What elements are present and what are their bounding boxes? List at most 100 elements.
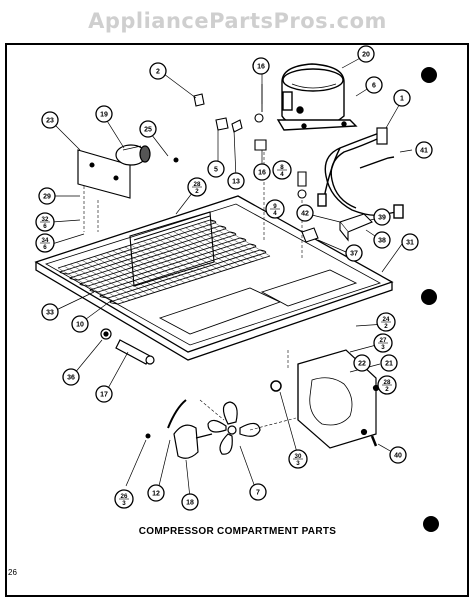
- coil-fin: [203, 221, 265, 259]
- callout-circle: [139, 120, 157, 138]
- callout-label: 1: [400, 96, 404, 103]
- coil-fin: [100, 254, 161, 291]
- callout-c18: 18: [181, 493, 199, 511]
- coil-bracket: [129, 211, 215, 287]
- callout-label: 27: [380, 337, 387, 344]
- coil-fin: [76, 262, 137, 299]
- coil-tube: [92, 240, 246, 290]
- callout-c37: 37: [345, 244, 363, 262]
- callout-label: 22: [358, 361, 366, 368]
- callout-c25: 25: [139, 120, 157, 138]
- callout-label: 10: [76, 322, 84, 329]
- fan-bracket-12: [167, 399, 187, 429]
- punch-hole-top: [421, 67, 437, 83]
- callout-label: 3: [296, 460, 300, 467]
- coil-bend: [99, 294, 109, 299]
- callout-label: 28: [194, 181, 201, 188]
- coil-tube: [77, 231, 231, 281]
- callout-label: 7: [256, 490, 260, 497]
- callout-label: 39: [378, 215, 386, 222]
- coil-tube: [82, 234, 236, 284]
- screw-40: [370, 435, 378, 447]
- coil-fin: [118, 248, 179, 285]
- callout-circle: [415, 141, 433, 159]
- callout-c40: 40: [389, 446, 407, 464]
- coil-fin: [57, 267, 119, 305]
- callout-c1: 1: [393, 89, 411, 107]
- compressor: [276, 63, 358, 131]
- coil-fin: [167, 233, 228, 270]
- callout-c27_3: 273: [373, 333, 393, 353]
- callout-c19: 19: [95, 105, 113, 123]
- callout-circle: [401, 233, 419, 251]
- callout-circle: [41, 303, 59, 321]
- callout-label: 40: [394, 453, 402, 460]
- watermark: AppliancePartsPros.com: [88, 9, 387, 33]
- callout-label: 2: [385, 386, 389, 393]
- callout-circle: [252, 57, 270, 75]
- callout-circle: [71, 315, 89, 333]
- callout-label: 4: [273, 210, 277, 217]
- coil-fin: [155, 237, 216, 274]
- callout-label: 3: [122, 500, 126, 507]
- callout-c16a: 16: [252, 57, 270, 75]
- coil-bend: [79, 282, 89, 287]
- coil-bend: [109, 300, 119, 305]
- callout-circle: [62, 368, 80, 386]
- screw-25: [173, 157, 179, 163]
- coil-bend: [259, 249, 267, 254]
- callout-label: 30: [295, 453, 302, 460]
- callout-c21: 21: [380, 354, 398, 372]
- coil-tube: [107, 249, 261, 299]
- callout-circle: [373, 208, 391, 226]
- coil-tube: [62, 222, 216, 272]
- callout-circle: [393, 89, 411, 107]
- callout-layer: 1256784941012131616171819202122232422526…: [35, 45, 433, 511]
- callout-c28_2b: 282: [377, 375, 397, 395]
- callout-circle: [149, 62, 167, 80]
- callout-circle: [147, 484, 165, 502]
- callout-label: 5: [214, 167, 218, 174]
- coil-tube: [67, 225, 221, 275]
- callout-c32_6: 326: [35, 212, 55, 232]
- callout-label: 26: [121, 493, 128, 500]
- coil-fin: [130, 244, 192, 282]
- callout-c31: 31: [401, 233, 419, 251]
- callout-label: 20: [362, 52, 370, 59]
- callout-c26_3: 263: [114, 489, 134, 509]
- callout-label: 6: [43, 223, 47, 230]
- punch-hole-middle: [421, 289, 437, 305]
- callout-label: 34: [42, 237, 49, 244]
- callout-label: 28: [384, 379, 391, 386]
- callout-c28_2a: 282: [187, 177, 207, 197]
- callout-label: 23: [46, 118, 54, 125]
- coil-fin: [173, 231, 234, 268]
- coil-tube: [112, 252, 266, 302]
- callout-circle: [207, 160, 225, 178]
- callout-label: 37: [350, 251, 358, 258]
- fan-bracket: [77, 149, 131, 199]
- coil-fin: [136, 242, 198, 280]
- punch-hole-bottom: [423, 516, 439, 532]
- coil-fin: [94, 256, 155, 293]
- condenser-coil: [57, 219, 271, 305]
- coil-bend: [219, 225, 227, 230]
- fan-motor: [115, 144, 151, 166]
- callout-circle: [365, 76, 383, 94]
- coil-bend: [69, 276, 79, 281]
- callout-c41: 41: [415, 141, 433, 159]
- coil-fin: [124, 246, 185, 284]
- callout-label: 16: [258, 170, 266, 177]
- callout-c12: 12: [147, 484, 165, 502]
- coil-bend: [229, 231, 237, 236]
- diagram-caption: COMPRESSOR COMPARTMENT PARTS: [138, 526, 337, 537]
- callout-label: 29: [43, 194, 51, 201]
- coil-fin: [185, 227, 246, 264]
- callout-c17: 17: [95, 385, 113, 403]
- callout-label: 16: [257, 64, 265, 71]
- callout-circle: [380, 354, 398, 372]
- drain-tube: [100, 328, 155, 365]
- relay-parts: [193, 84, 307, 199]
- callout-label: 21: [385, 361, 393, 368]
